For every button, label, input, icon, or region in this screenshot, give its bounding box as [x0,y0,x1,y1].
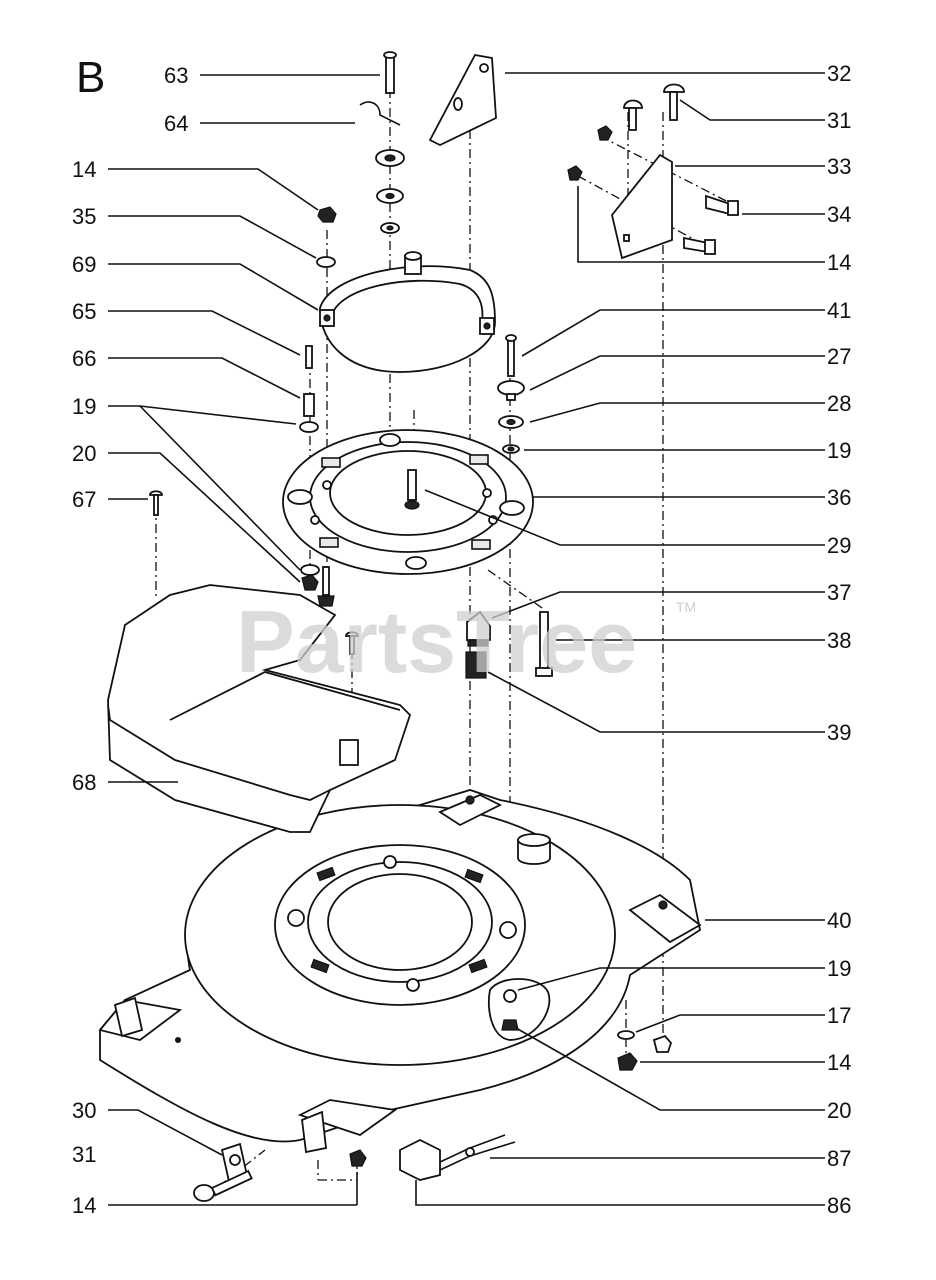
callout-label: 64 [164,111,188,136]
callout-label: 39 [827,720,851,745]
bracket-32 [428,53,497,147]
callout-label: 65 [72,299,96,324]
rear-cover [107,584,412,833]
callout-label: 35 [72,204,96,229]
callout-label: 36 [827,485,851,510]
callout-label: 17 [827,1003,851,1028]
top-stack [359,51,405,234]
ring-plate [282,429,534,575]
callout-label: 87 [827,1146,851,1171]
callout-label: 19 [827,956,851,981]
callout-label: 29 [827,533,851,558]
callout-label: 19 [72,394,96,419]
section-letter: B [76,53,105,102]
watermark: PartsTree [236,592,637,691]
callout-label: 14 [827,1050,851,1075]
mower-deck [98,789,702,1154]
callout-label: 40 [827,908,851,933]
watermark-trademark: TM [676,599,696,615]
callout-label: 68 [72,770,96,795]
callout-label: 14 [72,1193,96,1218]
callout-label: 27 [827,344,851,369]
callout-label: 20 [827,1098,851,1123]
callout-label: 14 [72,157,96,182]
callout-label: 63 [164,63,188,88]
callout-label: 41 [827,298,851,323]
callout-label: 14 [827,250,851,275]
callout-label: 20 [72,441,96,466]
right-stack [497,334,525,454]
callout-label: 31 [827,108,851,133]
callout-label: 38 [827,628,851,653]
callout-label: 33 [827,154,851,179]
callout-label: 86 [827,1193,851,1218]
right-bottom-hardware [617,1030,673,1071]
front-hardware [193,1134,516,1202]
callout-label: 31 [72,1142,96,1167]
callout-label: 19 [827,438,851,463]
leader-lines [108,72,825,1206]
callout-label: 37 [827,580,851,605]
clips-and-bolt [465,610,553,679]
callout-label: 66 [72,346,96,371]
callout-label: 32 [827,61,851,86]
callout-label: 69 [72,252,96,277]
callout-label: 28 [827,391,851,416]
callout-label: 30 [72,1098,96,1123]
callout-label: 34 [827,202,851,227]
left-stack [149,206,359,655]
callout-label: 67 [72,487,96,512]
bracket-33 [567,83,739,260]
clamp-band [319,251,496,373]
